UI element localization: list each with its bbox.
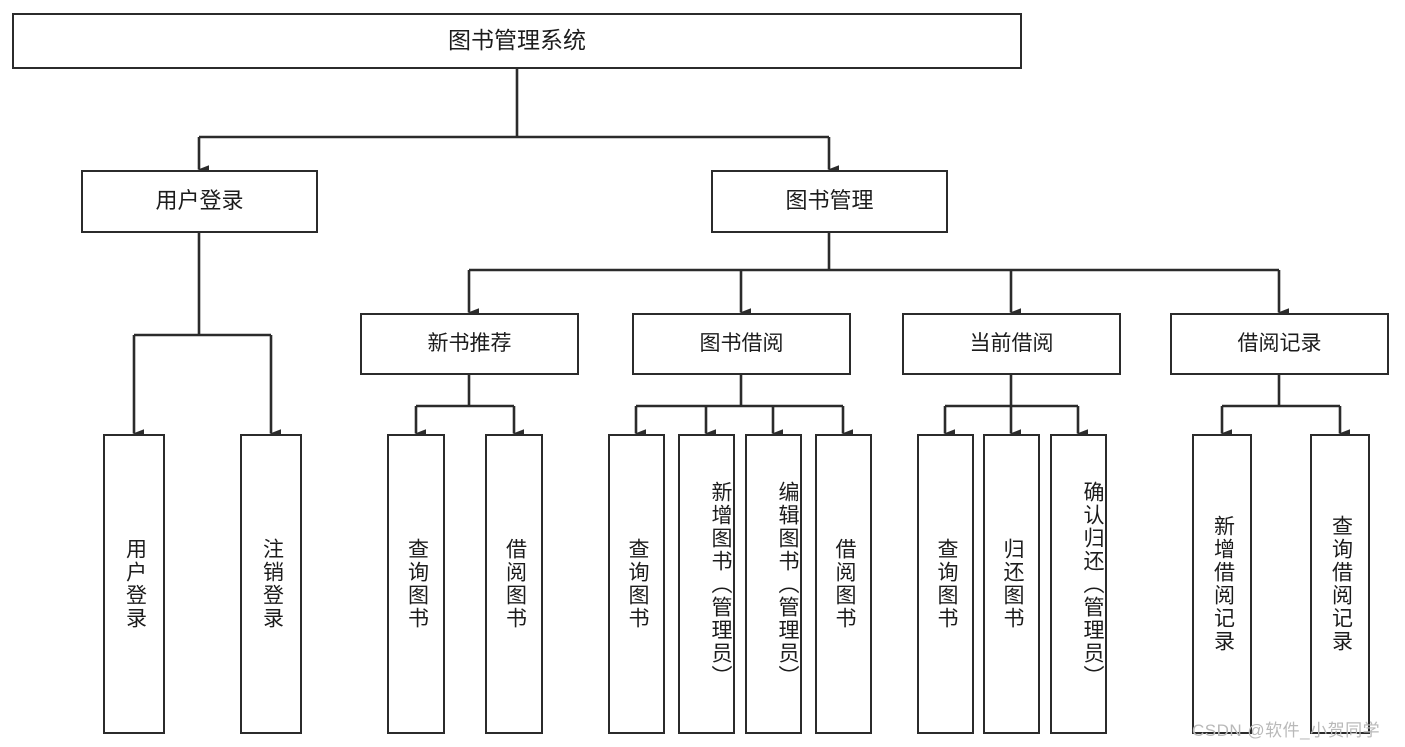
node-label: 借阅记录 [1237,331,1322,355]
node-current-borrow[interactable]: 当前借阅 [902,313,1121,375]
node-label: 借阅图书 [832,538,856,630]
node-leaf-confirm-return[interactable]: 确认归还（管理员） [1050,434,1107,734]
node-label: 新书推荐 [427,331,512,355]
node-leaf-query-book-3[interactable]: 查询图书 [917,434,974,734]
node-new-book-recommend[interactable]: 新书推荐 [360,313,579,375]
node-label: 查询借阅记录 [1329,515,1353,653]
node-leaf-borrow-book-1[interactable]: 借阅图书 [485,434,543,734]
node-label: 确认归还（管理员） [1081,480,1104,688]
node-label: 编辑图书（管理员） [776,480,799,688]
node-leaf-edit-book[interactable]: 编辑图书（管理员） [745,434,802,734]
node-leaf-borrow-book-2[interactable]: 借阅图书 [815,434,872,734]
node-leaf-logout[interactable]: 注销登录 [240,434,302,734]
node-label: 查询图书 [405,538,429,630]
node-leaf-query-book-2[interactable]: 查询图书 [608,434,665,734]
node-leaf-add-borrow-record[interactable]: 新增借阅记录 [1192,434,1252,734]
watermark-text: CSDN @软件_小贺同学 [1192,721,1381,740]
node-leaf-return-book[interactable]: 归还图书 [983,434,1040,734]
node-label: 新增图书（管理员） [709,480,732,688]
node-label: 借阅图书 [503,538,527,630]
node-label: 查询图书 [625,538,649,630]
node-label: 新增借阅记录 [1211,515,1235,653]
node-borrow-record[interactable]: 借阅记录 [1170,313,1389,375]
node-label: 图书管理 [785,188,874,214]
node-label: 归还图书 [1000,538,1024,630]
node-label: 注销登录 [260,538,284,630]
node-label: 查询图书 [934,538,958,630]
node-label: 当前借阅 [969,331,1054,355]
node-label: 图书借阅 [699,331,784,355]
node-label: 用户登录 [123,538,147,630]
node-root[interactable]: 图书管理系统 [12,13,1022,69]
node-label: 用户登录 [155,188,244,214]
node-book-borrow[interactable]: 图书借阅 [632,313,851,375]
node-user-login[interactable]: 用户登录 [81,170,318,233]
node-leaf-add-book[interactable]: 新增图书（管理员） [678,434,735,734]
node-book-management[interactable]: 图书管理 [711,170,948,233]
node-leaf-query-book-1[interactable]: 查询图书 [387,434,445,734]
node-label: 图书管理系统 [448,27,586,54]
node-leaf-query-borrow-record[interactable]: 查询借阅记录 [1310,434,1370,734]
node-leaf-user-login[interactable]: 用户登录 [103,434,165,734]
